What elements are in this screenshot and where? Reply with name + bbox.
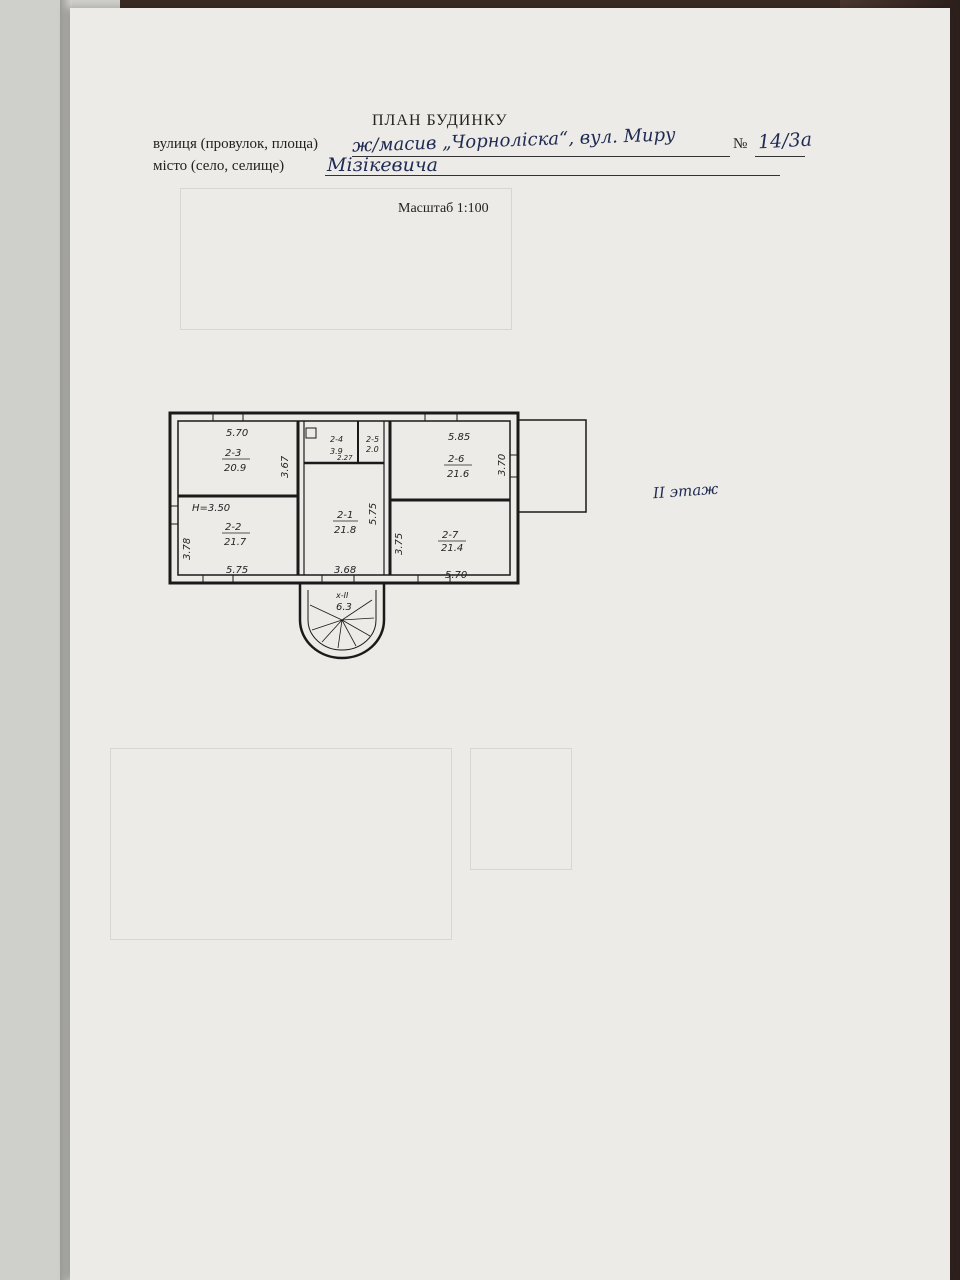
scale-label: Масштаб 1:100 [398, 201, 489, 216]
room-2-5-id: 2-5 [366, 435, 379, 444]
room-2-1-area: 21.8 [334, 525, 356, 536]
stair-wall [307, 590, 377, 651]
room-2-2-area: 21.7 [224, 537, 247, 548]
room-2-7-depth: 3.75 [394, 533, 405, 555]
stair-id: х-ІІ [335, 591, 349, 600]
room-2-2-width: 5.75 [226, 565, 248, 576]
room-2-3-area: 20.9 [224, 463, 246, 474]
room-2-2-id: 2-2 [225, 522, 241, 533]
stair-area: 6.3 [336, 602, 352, 613]
number-underline [755, 156, 805, 157]
window [212, 412, 244, 422]
street-underline [352, 156, 730, 157]
document-page [70, 8, 950, 1280]
annex [517, 419, 587, 513]
bleed-through-mark [110, 748, 452, 940]
room-2-2-depth: 3.78 [182, 538, 193, 560]
page-stack-edge [60, 0, 72, 1280]
bleed-through-mark [470, 748, 572, 870]
room-2-2-height: H=3.50 [192, 503, 230, 514]
window [424, 412, 458, 422]
street-label: вулиця (провулок, площа) [153, 136, 319, 152]
room-2-3-id: 2-3 [225, 448, 241, 459]
room-2-1-depth: 5.75 [368, 503, 379, 525]
room-2-3-width: 5.70 [226, 428, 248, 439]
city-underline [325, 175, 780, 176]
city-label: місто (село, селище) [153, 158, 285, 174]
window [509, 454, 519, 478]
room-2-7-area: 21.4 [441, 543, 463, 554]
vent [305, 427, 317, 439]
room-2-4-area: 3.9 [330, 447, 343, 456]
window [169, 505, 179, 525]
room-2-6-width: 5.85 [448, 432, 470, 443]
document-title: ПЛАН БУДИНКУ [372, 112, 508, 129]
window [202, 574, 234, 584]
window [417, 574, 451, 584]
room-2-6-id: 2-6 [448, 454, 464, 465]
room-2-1-id: 2-1 [337, 510, 353, 521]
room-2-5-area: 2.0 [366, 445, 379, 454]
room-2-6-depth: 3.70 [497, 454, 508, 476]
stair-wall [298, 583, 386, 660]
room-2-4-width: 2.27 [337, 454, 353, 462]
number-label: № [733, 136, 748, 152]
room-2-1-width: 3.68 [334, 565, 356, 576]
room-2-3-depth: 3.67 [280, 455, 291, 478]
room-2-7-width: 5.70 [445, 570, 467, 581]
bleed-through-mark [180, 188, 512, 330]
city-value: Мізікевича [327, 154, 439, 176]
stair-treads [309, 599, 375, 649]
room-2-6-area: 21.6 [447, 469, 469, 480]
room-2-4-id: 2-4 [330, 435, 343, 444]
room-2-7-id: 2-7 [442, 530, 459, 541]
window [321, 574, 355, 584]
